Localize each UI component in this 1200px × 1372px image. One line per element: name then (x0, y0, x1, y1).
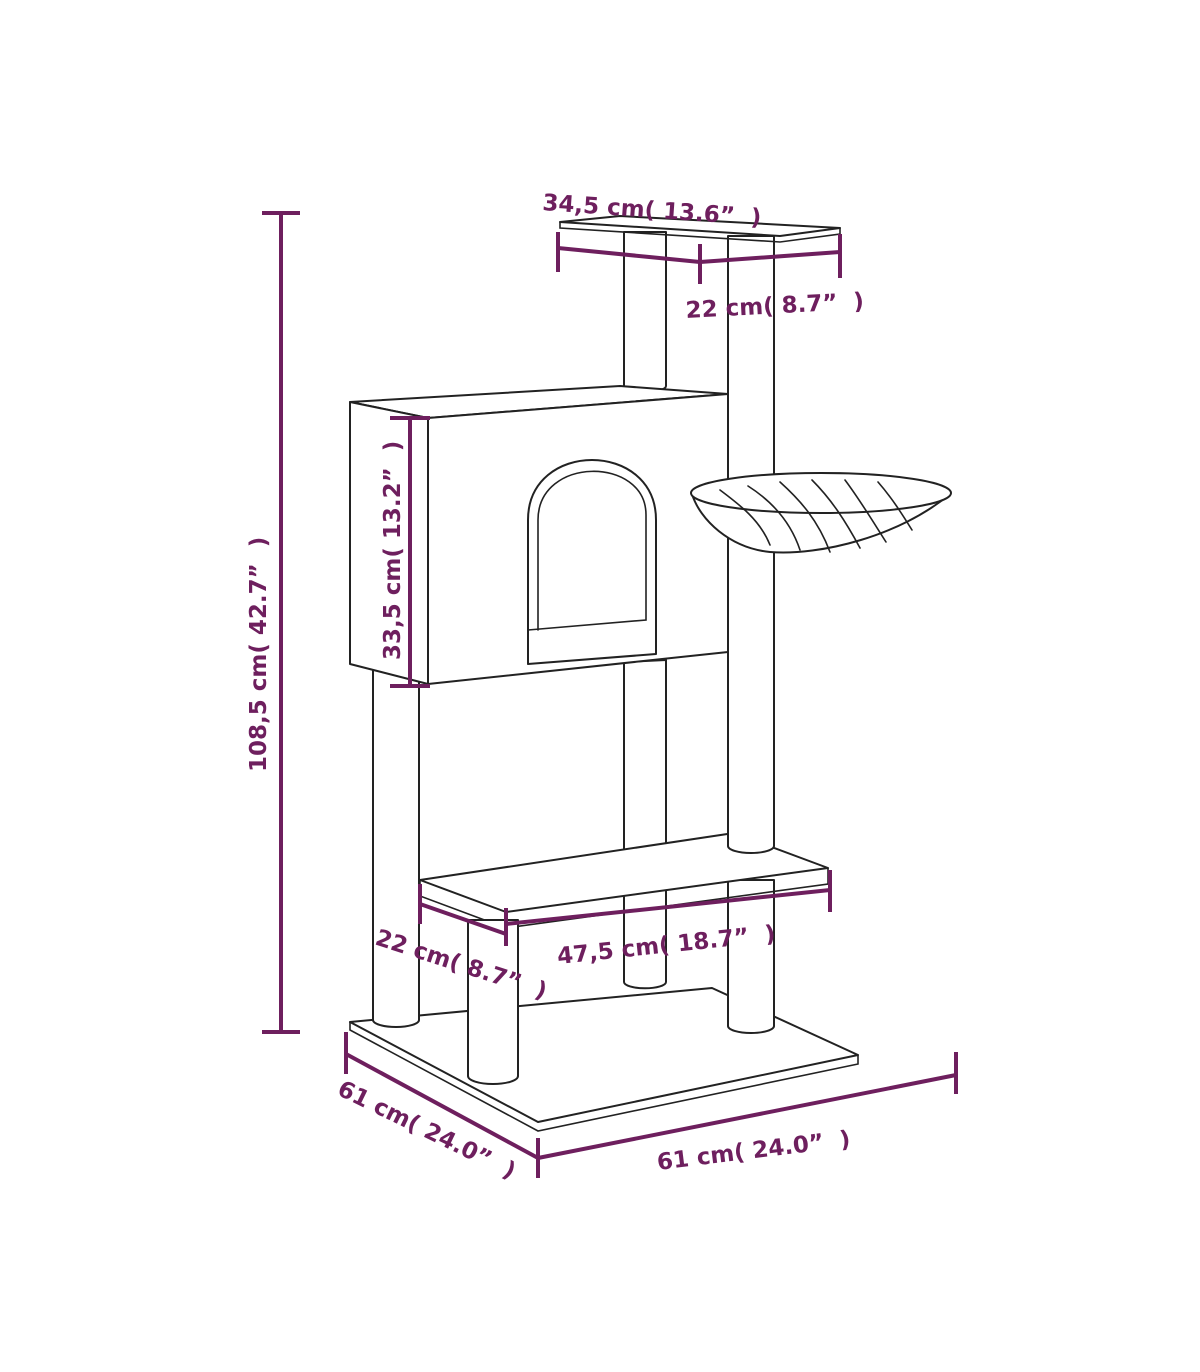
front-post (467, 919, 519, 1085)
condo-doorway-inner (527, 470, 647, 631)
condo-doorway (527, 459, 657, 665)
label-condo-height: 33,5 cm( 13.2” ) (380, 441, 406, 660)
top-width-dimension (556, 232, 702, 284)
step-depth-dimension (418, 884, 507, 936)
base-width-dimension (537, 1052, 958, 1160)
top-depth-dimension (699, 234, 842, 278)
label-top-depth: 22 cm( 8.7” ) (685, 289, 865, 324)
base-board (349, 987, 859, 1123)
top-platform-edge (559, 221, 841, 243)
cat-tree-drawing (349, 215, 952, 1132)
rear-post-lower (623, 659, 667, 990)
condo-height-dimension (390, 416, 430, 688)
left-post (372, 667, 420, 1028)
dimension-lines (262, 211, 958, 1178)
step-width-dimension (504, 870, 832, 946)
total-height-dimension (262, 211, 300, 1034)
label-base-width: 61 cm( 24.0” ) (656, 1126, 852, 1176)
base-board-edge (349, 1021, 859, 1132)
right-rear-post (727, 879, 775, 1034)
label-total-height: 108,5 cm( 42.7” ) (246, 537, 272, 772)
hammock-basket (690, 472, 952, 554)
